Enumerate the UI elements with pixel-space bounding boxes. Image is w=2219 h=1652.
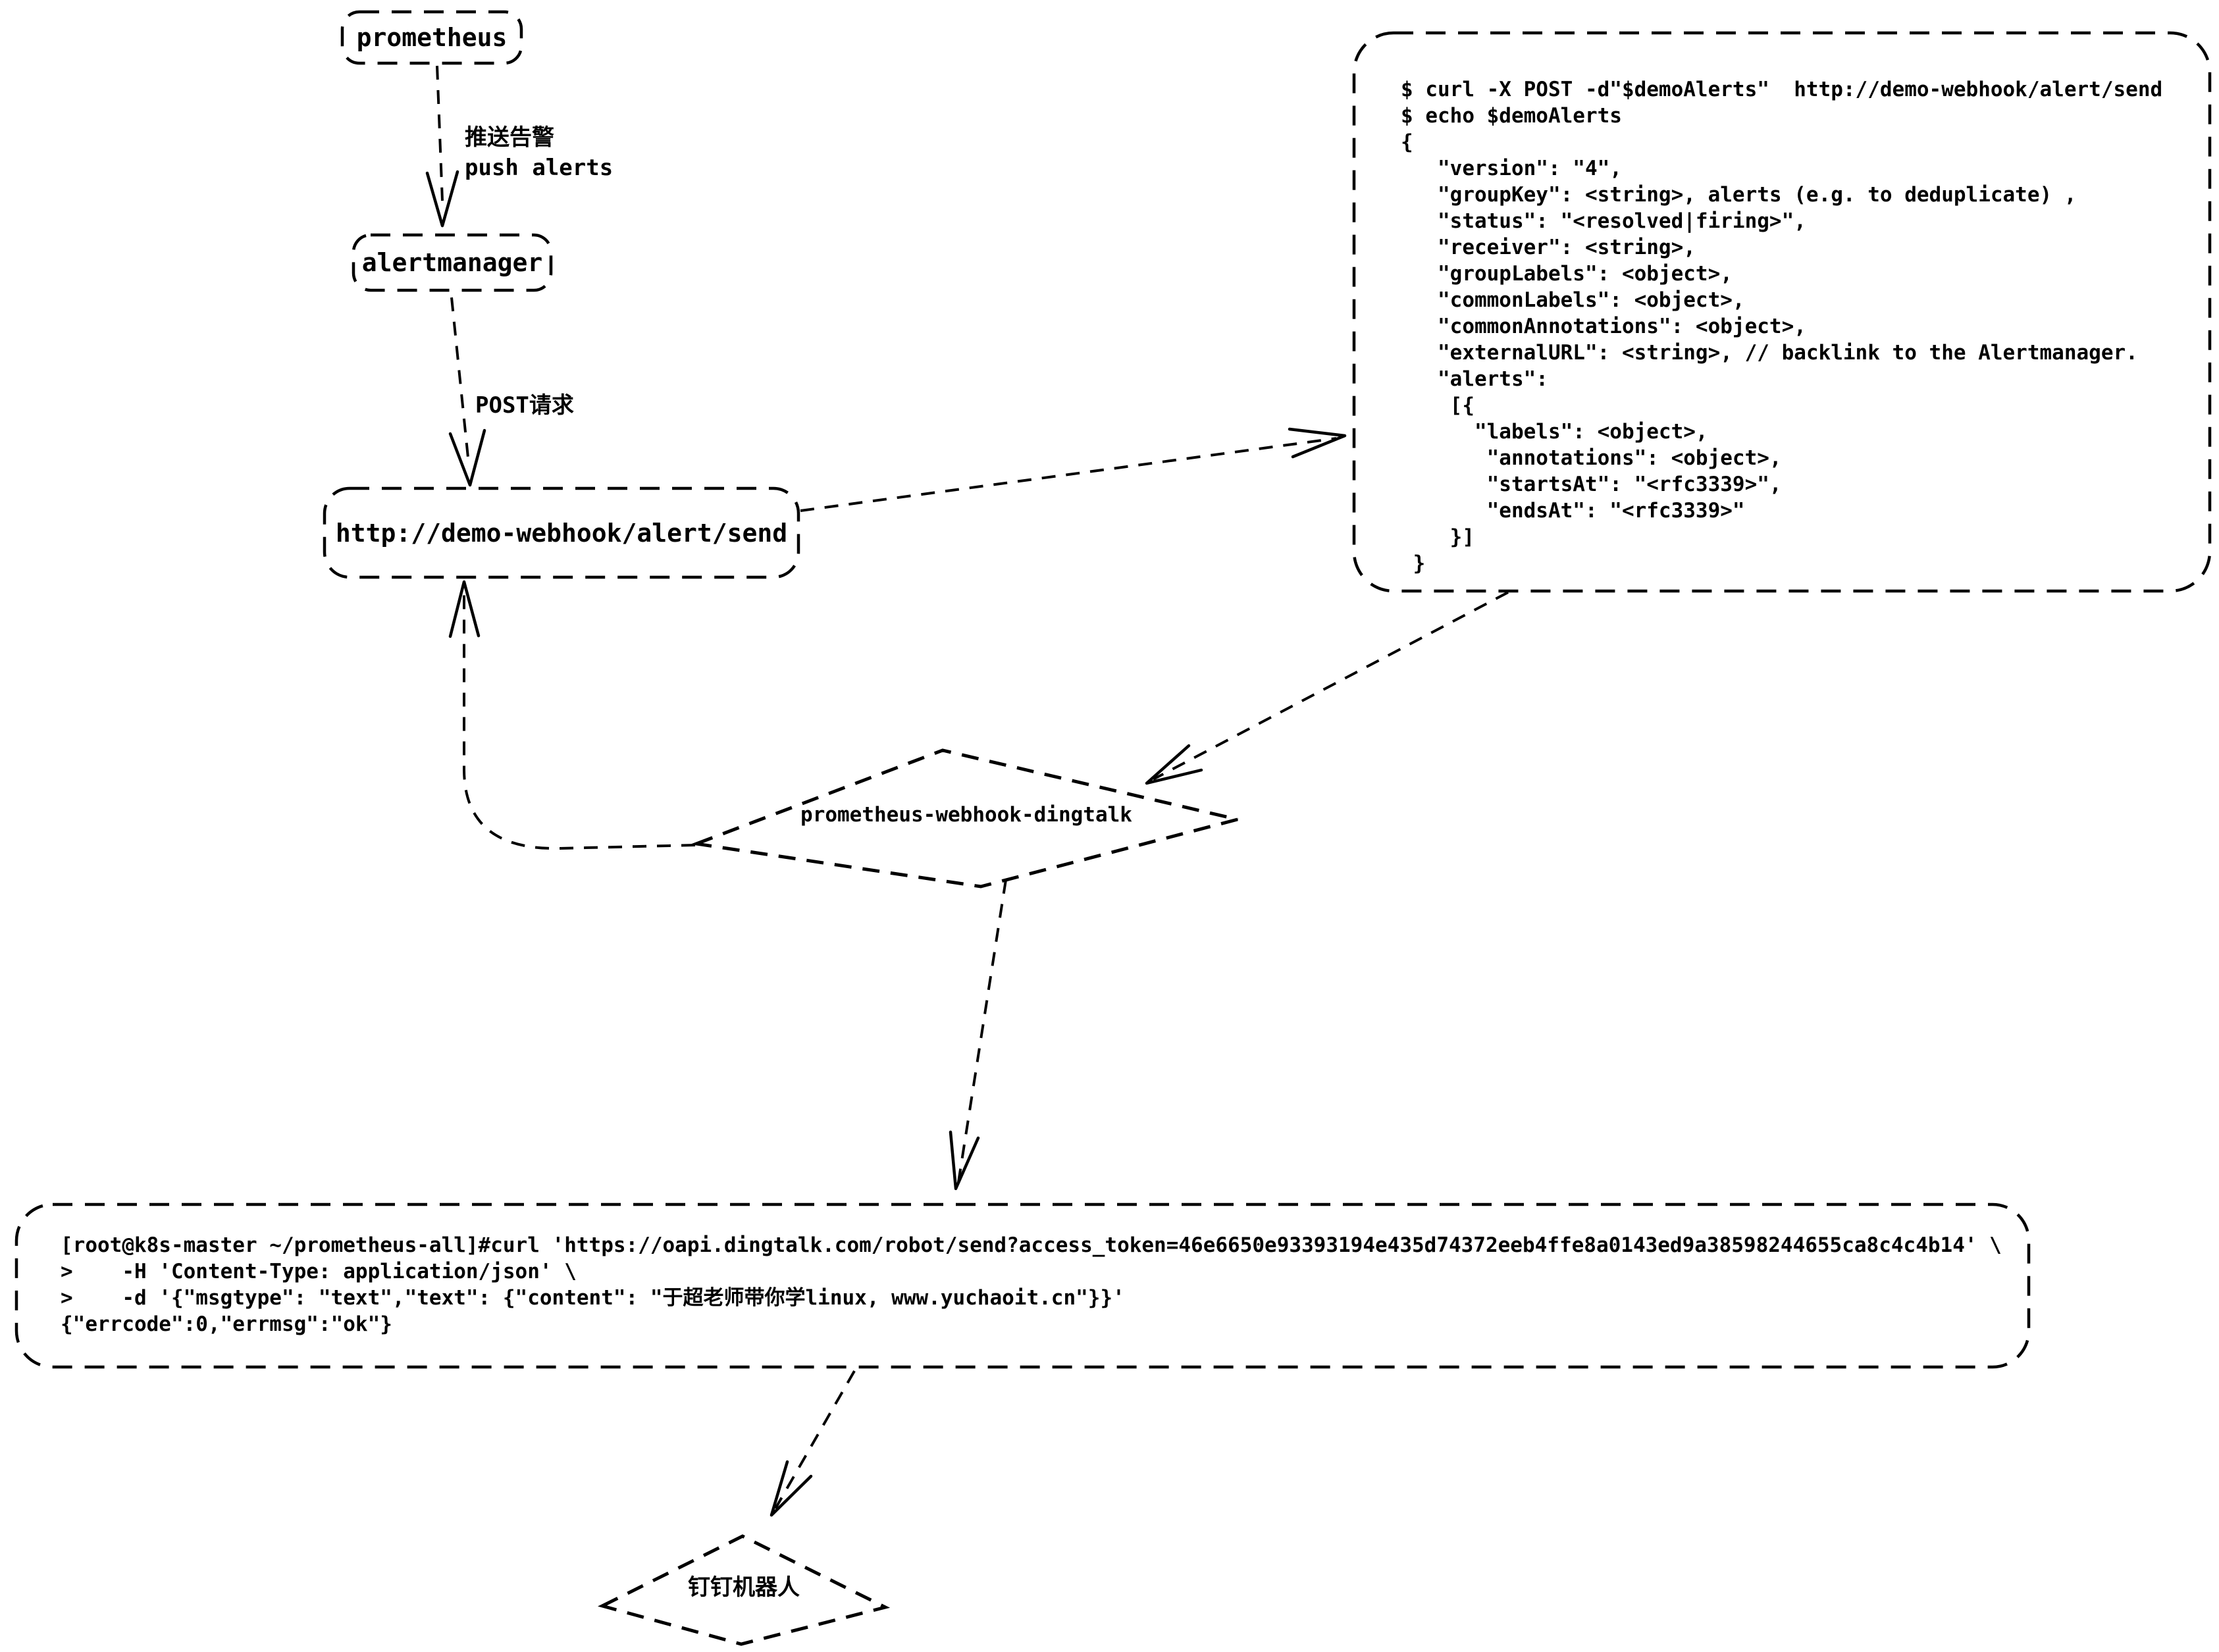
edge-prometheus-to-alertmanager [436, 65, 444, 201]
webhook-dingtalk-node-label: prometheus-webhook-dingtalk [800, 803, 1132, 827]
alert-payload-code: $ curl -X POST -d"$demoAlerts" http://de… [1401, 78, 2163, 575]
dingtalk-robot-diamond [598, 1534, 891, 1646]
push-alerts-edge-label-cn: 推送告警 [465, 124, 554, 151]
edge-curl-box-to-dingtalk-robot [774, 1370, 856, 1509]
dingtalk-curl-code-box [14, 1202, 2031, 1369]
alert-payload-code-box [1352, 31, 2212, 593]
edge-webhook-dingtalk-to-webhook-endpoint [463, 591, 696, 850]
edge-webhook-dingtalk-to-curl-box [957, 879, 1007, 1183]
push-alerts-edge-label-en: push alerts [465, 155, 613, 181]
prometheus-node-label: prometheus [356, 23, 508, 52]
edge-webhook-endpoint-to-payload-box [800, 437, 1337, 512]
dingtalk-robot-node-label: 钉钉机器人 [688, 1574, 800, 1601]
alertmanager-node-box [352, 233, 553, 292]
arrowhead-into-dingtalk-robot [770, 1460, 813, 1517]
arrowhead-into-webhook-dingtalk [1145, 744, 1203, 785]
webhook-endpoint-node-label: http://demo-webhook/alert/send [335, 518, 788, 548]
arrowhead-into-webhook-endpoint [448, 428, 486, 487]
alertmanager-node-label: alertmanager [361, 248, 543, 277]
arrowhead-into-curl-box [949, 1130, 980, 1191]
webhook-endpoint-node-box [323, 486, 800, 579]
arrowhead-into-payload-box [1288, 427, 1347, 459]
webhook-dingtalk-diamond [690, 748, 1238, 889]
edge-payload-box-to-webhook-dingtalk [1153, 591, 1509, 781]
prometheus-node-box [340, 10, 523, 65]
post-request-edge-label: POST请求 [475, 392, 574, 419]
arrowhead-into-alertmanager [425, 170, 459, 228]
arrowhead-up-into-webhook-endpoint [448, 580, 481, 638]
dingtalk-curl-code: [root@k8s-master ~/prometheus-all]#curl … [61, 1233, 2002, 1336]
edge-alertmanager-to-webhook-endpoint [450, 297, 469, 458]
